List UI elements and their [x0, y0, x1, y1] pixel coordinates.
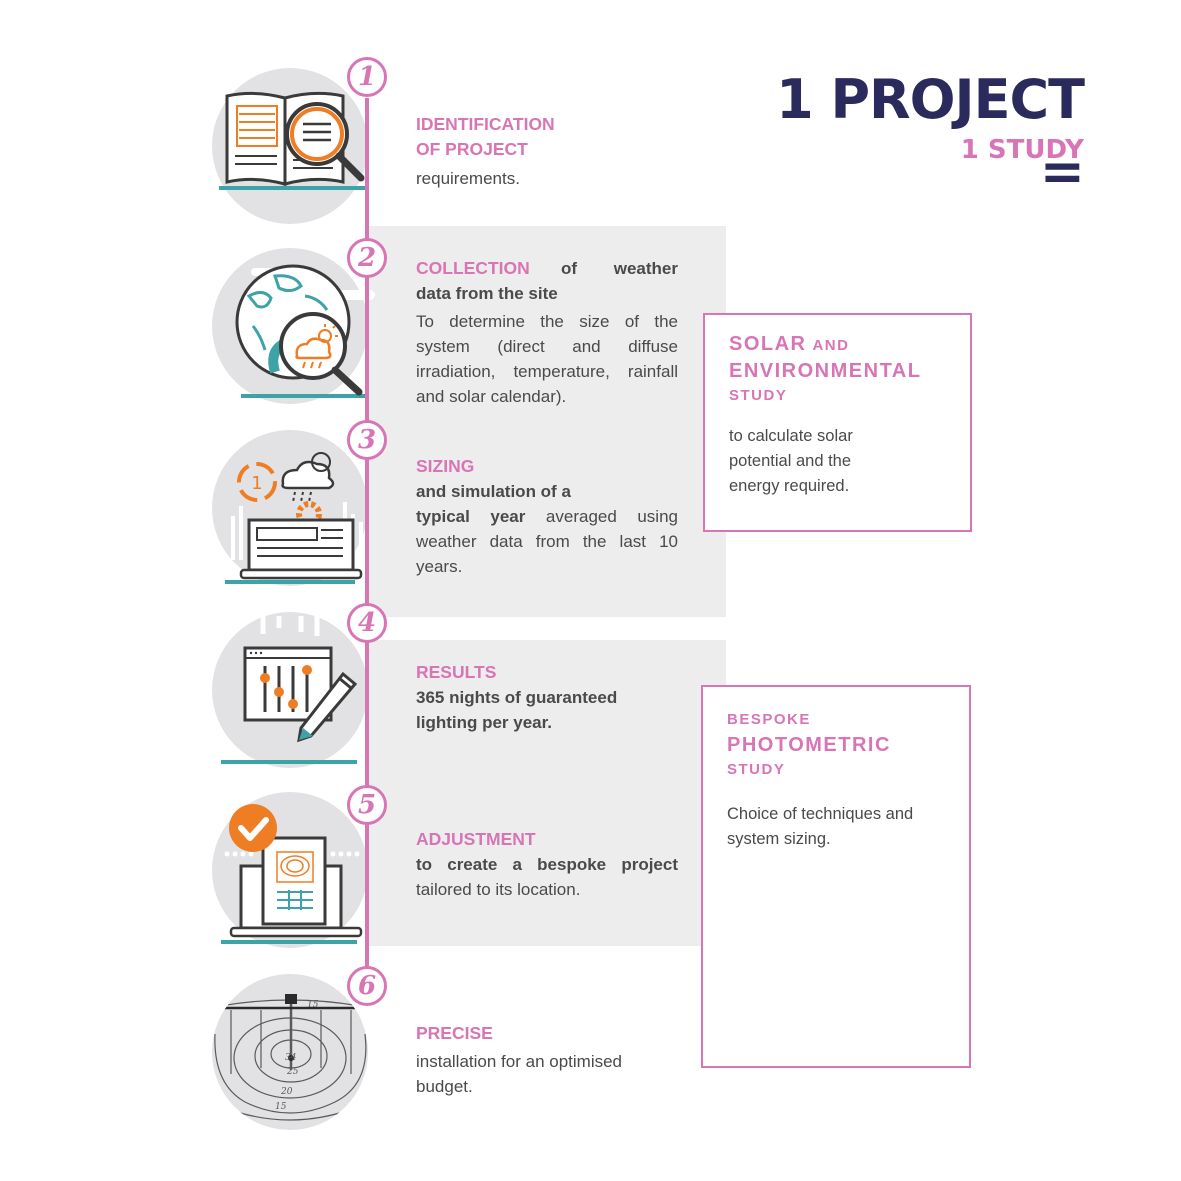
photometric-box-title-3: STUDY [727, 761, 786, 778]
step-1-title-line2: OF PROJECT [416, 139, 528, 159]
step-5-title: ADJUSTMENT [416, 829, 536, 849]
step-4-bold: 365 nights of guaranteed lighting per ye… [416, 688, 618, 732]
photometric-box-title-2: PHOTOMETRIC [727, 734, 891, 756]
step-number-6: 6 [347, 966, 387, 1006]
photometric-box-body: Choice of techniques and system sizing. [727, 805, 914, 848]
laptop-checkmark-document-icon [221, 804, 363, 944]
page-title: 1 PROJECT = [776, 68, 1085, 203]
solar-box-title-line1: SOLAR AND [729, 333, 946, 356]
step-3-bold: and simulation of a [416, 482, 571, 501]
step-number-1: 1 [347, 57, 387, 97]
photometric-study-box: BESPOKE PHOTOMETRIC STUDY Choice of tech… [701, 685, 971, 1068]
step-3-description: averaged using weather data from the las… [416, 507, 678, 576]
globe-weather-magnifier-icon [235, 264, 375, 398]
solar-box-title-2: ENVIRONMENTAL [729, 360, 922, 382]
step-number-2: 2 [347, 238, 387, 278]
solar-study-box: SOLAR AND ENVIRONMENTAL STUDY to calcula… [703, 313, 972, 532]
isolux-label-1: 15 [307, 1000, 319, 1010]
step-3-bold-2: typical year [416, 507, 526, 526]
solar-box-title-1: SOLAR [729, 333, 807, 355]
step-number-4: 4 [347, 603, 387, 643]
solar-box-title-3: STUDY [729, 387, 788, 404]
isolux-label-5: 15 [275, 1102, 287, 1112]
page-subtitle: 1 STUDY [960, 135, 1084, 165]
step-4-text: RESULTS 365 nights of guaranteed lightin… [416, 660, 656, 735]
step-5-bold: to create a bespoke project [416, 855, 678, 874]
step-1-text: IDENTIFICATION OF PROJECT requirements. [416, 112, 678, 191]
step-2-title-rest: of weather [560, 259, 678, 278]
gray-panel-top [366, 226, 726, 617]
step-number-3: 3 [347, 420, 387, 460]
step-2-bold: data from the site [416, 284, 558, 303]
step-3-text: SIZING and simulation of a typical year … [416, 454, 678, 579]
isolux-label-4: 20 [280, 1087, 293, 1097]
photometric-box-title-1: BESPOKE [727, 711, 811, 728]
sliders-pencil-icon [221, 616, 358, 764]
step-2-title: COLLECTION [416, 258, 530, 278]
svg-text:1: 1 [251, 473, 262, 494]
gray-panel-bottom [366, 640, 726, 946]
step-5-text: ADJUSTMENT to create a bespoke project t… [416, 827, 678, 902]
step-6-text: PRECISE installation for an optimised bu… [416, 1021, 666, 1099]
step-6-title: PRECISE [416, 1023, 493, 1043]
step-number-5: 5 [347, 785, 387, 825]
solar-box-title-and: AND [812, 337, 850, 354]
step-2-description: To determine the size of the system (dir… [416, 312, 678, 406]
step-2-text: COLLECTION of weather data from the site… [416, 256, 678, 409]
timeline-line [365, 98, 369, 998]
solar-box-body: to calculate solar potential and the ene… [729, 427, 853, 495]
isolux-label-2: 25 [286, 1067, 299, 1077]
step-3-title: SIZING [416, 456, 475, 476]
isolux-lighting-plan-icon: 15 25 34 20 15 [212, 994, 368, 1121]
laptop-sun-cycle-icon: 1 [225, 452, 363, 584]
step-4-title: RESULTS [416, 662, 497, 682]
isolux-label-3: 34 [285, 1053, 297, 1063]
step-1-title: IDENTIFICATION [416, 114, 555, 134]
step-1-description: requirements. [416, 169, 520, 188]
step-5-description: tailored to its location. [416, 880, 581, 899]
open-book-magnifier-icon [219, 91, 365, 190]
step-6-description: installation for an optimised budget. [416, 1052, 623, 1096]
